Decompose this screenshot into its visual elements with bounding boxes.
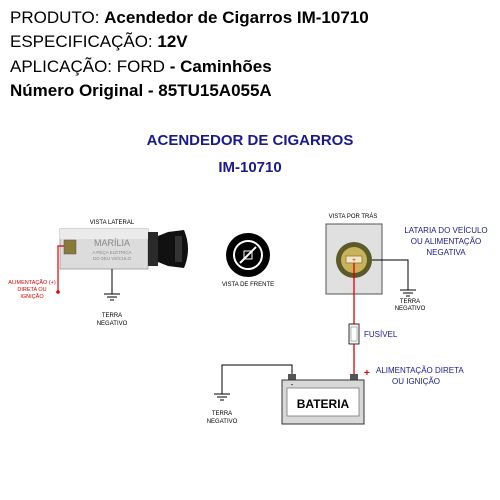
terra-bottom-2: NEGATIVO [207,419,238,425]
aplicacao-line: APLICAÇÃO: FORD - Caminhões [10,57,272,77]
produto-value: Acendedor de Cigarros IM-10710 [104,8,369,27]
left-positive-terminal [56,290,60,294]
terra-bottom-1: TERRA [212,411,232,417]
numero-value: - 85TU15A055A [147,81,272,100]
bottom-ground-symbol [214,393,230,401]
terra-left-1: TERRA [102,313,122,319]
lataria-3: NEGATIVA [426,248,466,257]
peca-line-2: DO SEU VEÍCULO [93,255,132,261]
alim-right-2: OU IGNIÇÃO [392,377,440,386]
lighter-front-view [226,233,270,277]
left-positive-wire [57,245,64,292]
vista-frente-label: VISTA DE FRENTE [222,282,274,288]
vista-tras-label: VISTA POR TRÁS [329,213,378,220]
battery-plus-mark: + [364,368,370,379]
aplicacao-label: APLICAÇÃO: [10,57,113,76]
battery [281,374,365,425]
produto-label: PRODUTO: [10,8,100,27]
especificacao-value: 12V [157,32,188,51]
lighter-side-view [59,228,188,270]
lighter-rear-view [325,223,383,295]
battery-negative-wire [221,364,293,394]
peca-line-1: A PEÇA ELÉTRICA [92,249,131,255]
rear-plus-mark: + [352,258,356,264]
aplicacao-brand: FORD [116,57,165,76]
terra-right-2: NEGATIVO [395,306,426,312]
alim-left-2: DIRETA OU [17,287,46,293]
numero-label: Número Original [10,81,144,100]
alim-left-1: ALIMENTAÇÃO (+) [8,279,56,286]
battery-minus-mark: - [291,380,294,389]
lataria-2: OU ALIMENTAÇÃO [411,237,482,246]
especificacao-line: ESPECIFICAÇÃO: 12V [10,32,188,52]
produto-line: PRODUTO: Acendedor de Cigarros IM-10710 [10,8,369,28]
fusivel-label: FUSÍVEL [364,330,398,339]
right-ground-symbol [400,289,416,297]
terra-right-1: TERRA [400,299,420,305]
bateria-label: BATERIA [297,397,350,411]
diagram-subtitle: IM-10710 [218,159,282,176]
alim-left-3: IGNIÇÃO [20,293,44,300]
diagram-title: ACENDEDOR DE CIGARROS [146,132,354,149]
fuse [348,323,360,345]
numero-line: Número Original - 85TU15A055A [10,81,272,101]
alim-right-1: ALIMENTAÇÃO DIRETA [376,366,464,375]
terra-left-2: NEGATIVO [97,321,128,327]
vista-lateral-label: VISTA LATERAL [90,220,135,226]
lataria-1: LATARIA DO VEÍCULO [404,226,487,235]
rear-negative-wire [372,259,409,290]
left-ground-symbol [104,293,120,301]
especificacao-label: ESPECIFICAÇÃO: [10,32,153,51]
marilia-logo: MARÍLIA [94,238,130,248]
aplicacao-value: - Caminhões [169,57,272,76]
